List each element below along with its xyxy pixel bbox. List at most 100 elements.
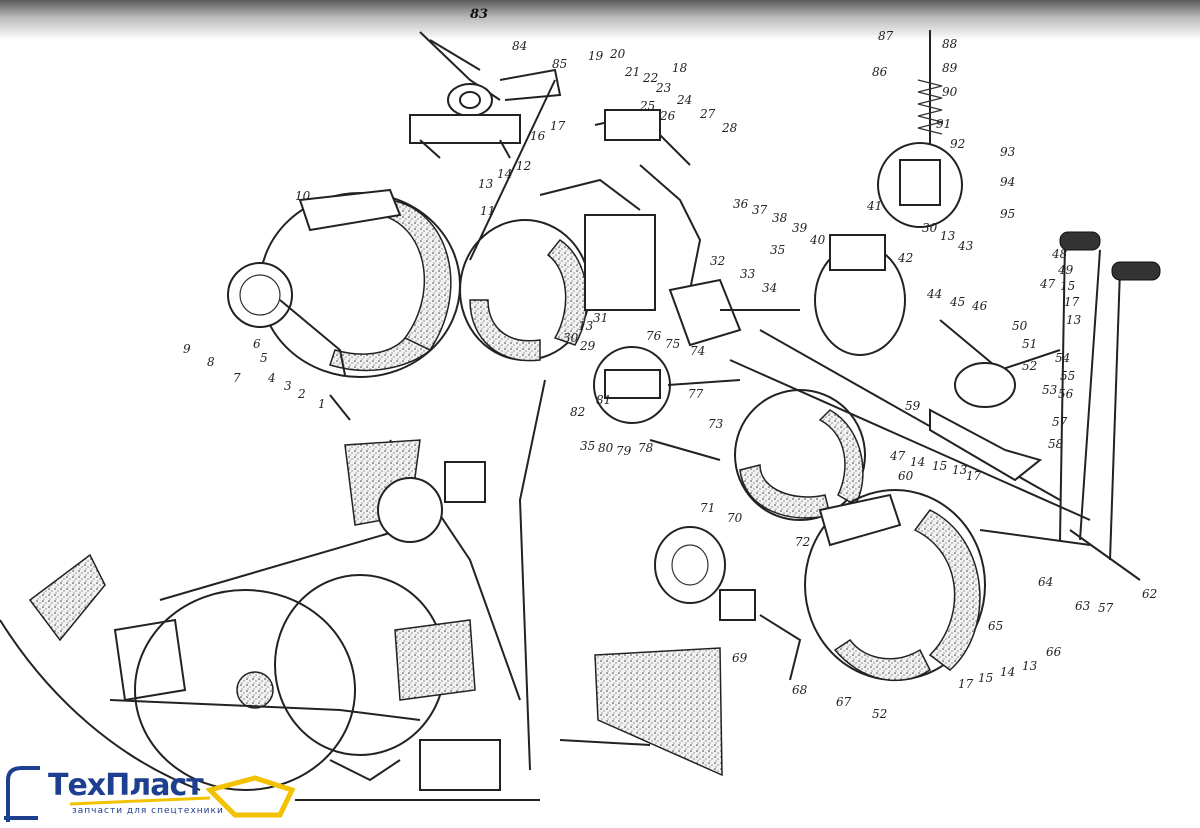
callout-35: 35 — [770, 243, 785, 257]
callout-81: 81 — [596, 393, 611, 407]
callout-86: 86 — [872, 65, 888, 79]
callout-25: 25 — [639, 99, 655, 113]
callout-48: 48 — [1051, 247, 1068, 261]
callout-94: 94 — [1000, 175, 1015, 189]
callout-64: 64 — [1038, 575, 1053, 589]
callout-31: 31 — [593, 311, 608, 325]
callout-41: 41 — [866, 199, 882, 213]
callout-60: 60 — [898, 469, 914, 483]
callout-1: 1 — [318, 397, 326, 411]
callout-72: 72 — [795, 535, 810, 549]
callout-13: 13 — [1022, 659, 1038, 673]
callout-27: 27 — [699, 107, 716, 121]
callout-74: 74 — [690, 344, 705, 358]
callout-13: 13 — [940, 229, 956, 243]
callout-3: 3 — [284, 379, 292, 393]
excavator-bucket-icon — [4, 766, 296, 822]
right-brake-band-lower — [654, 489, 1091, 682]
callout-70: 70 — [727, 511, 743, 525]
callout-50: 50 — [1012, 319, 1028, 333]
callout-37: 37 — [752, 203, 768, 217]
callout-13: 13 — [478, 177, 494, 191]
callout-54: 54 — [1055, 351, 1070, 365]
callout-58: 58 — [1048, 437, 1064, 451]
callout-40: 40 — [809, 233, 826, 247]
logo-tagline: запчасти для спецтехники — [72, 806, 224, 816]
callout-51: 51 — [1022, 337, 1037, 351]
mounting-plate — [668, 278, 800, 347]
control-lever-clamp — [409, 31, 562, 159]
callout-46: 46 — [971, 299, 988, 313]
callout-15: 15 — [932, 459, 947, 473]
callout-78: 78 — [638, 441, 654, 455]
callout-17: 17 — [550, 119, 566, 133]
callout-11: 11 — [480, 204, 495, 218]
callout-47: 47 — [889, 449, 906, 463]
callout-19: 19 — [588, 49, 604, 63]
callout-43: 43 — [957, 239, 974, 253]
right-brake-band-upper — [649, 389, 866, 521]
callout-6: 6 — [253, 337, 261, 351]
scan-shadow-edge — [0, 0, 1200, 40]
callout-52: 52 — [1022, 359, 1037, 373]
callout-34: 34 — [762, 281, 777, 295]
callout-20: 20 — [609, 47, 626, 61]
callout-14: 14 — [497, 167, 512, 181]
callout-63: 63 — [1075, 599, 1091, 613]
callout-26: 26 — [659, 109, 676, 123]
callout-44: 44 — [926, 287, 942, 301]
logo-wordmark: ТехПласт — [48, 768, 204, 803]
callout-2: 2 — [297, 387, 306, 401]
callout-12: 12 — [516, 159, 531, 173]
callout-22: 22 — [642, 71, 658, 85]
callout-23: 23 — [655, 81, 672, 95]
callout-79: 79 — [616, 444, 632, 458]
callout-47: 47 — [1039, 277, 1056, 291]
callout-13: 13 — [952, 463, 968, 477]
callout-67: 67 — [836, 695, 852, 709]
callout-36: 36 — [733, 197, 749, 211]
callout-42: 42 — [897, 251, 913, 265]
callout-82: 82 — [570, 405, 585, 419]
upper-linkage-rods — [594, 109, 702, 291]
callout-14: 14 — [910, 455, 925, 469]
callout-33: 33 — [740, 267, 756, 281]
callout-15: 15 — [1060, 279, 1075, 293]
middle-brake-band — [459, 79, 656, 362]
callout-66: 66 — [1046, 645, 1062, 659]
callout-57: 57 — [1052, 415, 1068, 429]
callout-93: 93 — [1000, 145, 1016, 159]
callout-13: 13 — [578, 319, 594, 333]
callout-14: 14 — [1000, 665, 1015, 679]
callout-56: 56 — [1058, 387, 1074, 401]
callout-7: 7 — [233, 371, 241, 385]
callout-75: 75 — [665, 337, 680, 351]
callout-4: 4 — [267, 371, 276, 385]
callout-55: 55 — [1060, 369, 1075, 383]
callout-28: 28 — [721, 121, 738, 135]
callout-88: 88 — [942, 37, 958, 51]
assembled-brake-view — [0, 379, 723, 801]
callout-84: 84 — [512, 39, 527, 53]
callout-65: 65 — [988, 619, 1003, 633]
callout-62: 62 — [1142, 587, 1157, 601]
callout-15: 15 — [978, 671, 993, 685]
spring-adjuster-assembly — [877, 30, 963, 228]
callout-68: 68 — [792, 683, 808, 697]
left-brake-band — [227, 188, 461, 421]
callout-39: 39 — [792, 221, 808, 235]
callout-18: 18 — [672, 61, 688, 75]
callout-49: 49 — [1057, 263, 1074, 277]
callout-10: 10 — [295, 189, 311, 203]
callout-13: 13 — [1066, 313, 1082, 327]
callout-35: 35 — [580, 439, 595, 453]
callout-16: 16 — [530, 129, 546, 143]
callout-30: 30 — [563, 331, 579, 345]
callout-17: 17 — [966, 469, 982, 483]
callout-57: 57 — [1098, 601, 1114, 615]
callout-38: 38 — [772, 211, 788, 225]
callout-77: 77 — [688, 387, 704, 401]
